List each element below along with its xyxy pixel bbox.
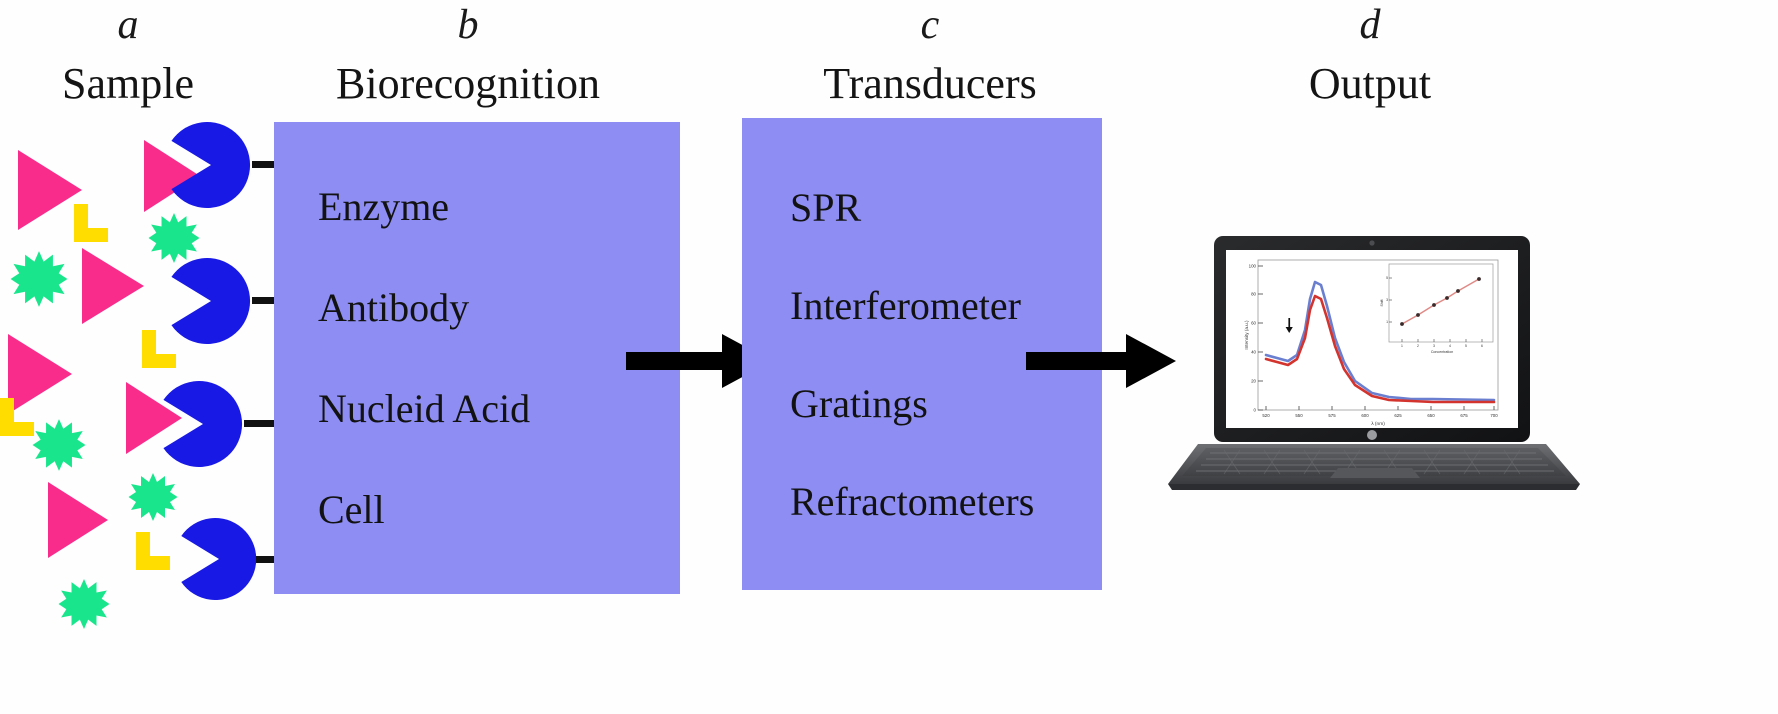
interferent-starburst bbox=[148, 212, 200, 264]
svg-text:4: 4 bbox=[1449, 344, 1451, 348]
svg-text:5: 5 bbox=[1386, 276, 1388, 280]
transducer-item-interferometer[interactable]: Interferometer bbox=[790, 282, 1021, 328]
panel-letter-d: d bbox=[1359, 2, 1381, 48]
receptor-connector bbox=[244, 420, 284, 427]
panel-title-sample: Sample bbox=[62, 59, 194, 108]
biorecognition-item-antibody[interactable]: Antibody bbox=[318, 285, 470, 330]
svg-text:3: 3 bbox=[1386, 298, 1388, 302]
biorecognition-item-cell[interactable]: Cell bbox=[318, 487, 385, 532]
receptor-connector bbox=[252, 161, 284, 168]
interferent-l-block bbox=[138, 328, 180, 370]
receptor-pacman-empty bbox=[178, 518, 260, 600]
panel-title-biorecognition: Biorecognition bbox=[336, 59, 600, 108]
biorecognition-box[interactable]: Enzyme Antibody Nucleid Acid Cell bbox=[274, 122, 680, 594]
receptor-connector bbox=[252, 297, 284, 304]
receptor-pacman-bound bbox=[160, 381, 246, 467]
panel-letter-c: c bbox=[920, 2, 940, 48]
svg-text:5: 5 bbox=[1465, 344, 1467, 348]
svg-text:40: 40 bbox=[1251, 350, 1256, 355]
svg-text:625: 625 bbox=[1394, 413, 1402, 418]
transducer-item-refractometers[interactable]: Refractometers bbox=[790, 478, 1035, 524]
svg-text:0: 0 bbox=[1254, 408, 1257, 413]
svg-text:100: 100 bbox=[1249, 264, 1257, 269]
biorecognition-item-enzyme[interactable]: Enzyme bbox=[318, 184, 450, 229]
svg-text:675: 675 bbox=[1460, 413, 1468, 418]
svg-text:550: 550 bbox=[1295, 413, 1303, 418]
transducer-item-spr[interactable]: SPR bbox=[790, 184, 862, 230]
arrow-biorecognition-to-transducers bbox=[626, 330, 774, 392]
panel-letter-a: a bbox=[117, 2, 139, 48]
svg-text:Concentration: Concentration bbox=[1431, 350, 1453, 354]
interferent-starburst bbox=[128, 472, 178, 522]
analyte-triangle bbox=[18, 150, 82, 230]
svg-text:1: 1 bbox=[1386, 320, 1388, 324]
receptor-pacman-bound bbox=[168, 122, 254, 208]
transducers-item-list: SPR Interferometer Gratings Refractomete… bbox=[742, 118, 1102, 590]
analyte-triangle bbox=[8, 334, 72, 414]
panel-letter-b: b bbox=[457, 2, 479, 48]
svg-text:λ (nm): λ (nm) bbox=[1371, 421, 1385, 427]
receptor-pacman-empty bbox=[168, 258, 254, 344]
svg-text:6: 6 bbox=[1481, 344, 1483, 348]
interferent-starburst bbox=[58, 578, 110, 630]
svg-text:2: 2 bbox=[1417, 344, 1419, 348]
biorecognition-item-nucleid-acid[interactable]: Nucleid Acid bbox=[318, 386, 531, 431]
interferent-starburst bbox=[32, 418, 86, 472]
receptor-connector bbox=[256, 556, 284, 563]
interferent-l-block bbox=[70, 202, 112, 244]
interferent-l-block bbox=[132, 530, 174, 572]
analyte-triangle bbox=[82, 248, 144, 324]
svg-text:1: 1 bbox=[1401, 344, 1403, 348]
output-laptop[interactable]: 100 80 60 40 20 0 Intensity (a.u.) bbox=[1162, 222, 1582, 490]
transducer-item-gratings[interactable]: Gratings bbox=[790, 380, 928, 426]
svg-text:20: 20 bbox=[1251, 379, 1256, 384]
arrow-transducers-to-output bbox=[1026, 330, 1178, 392]
svg-text:650: 650 bbox=[1427, 413, 1435, 418]
svg-text:600: 600 bbox=[1361, 413, 1369, 418]
svg-text:60: 60 bbox=[1251, 321, 1256, 326]
svg-text:80: 80 bbox=[1251, 292, 1256, 297]
interferent-starburst bbox=[10, 250, 68, 308]
panel-title-output: Output bbox=[1308, 59, 1432, 108]
svg-text:700: 700 bbox=[1490, 413, 1498, 418]
biorecognition-item-list: Enzyme Antibody Nucleid Acid Cell bbox=[274, 122, 680, 594]
svg-text:Shift: Shift bbox=[1380, 299, 1384, 306]
panel-title-transducers: Transducers bbox=[823, 59, 1037, 108]
interferent-l-block bbox=[0, 396, 38, 438]
svg-text:520: 520 bbox=[1262, 413, 1270, 418]
svg-text:Intensity (a.u.): Intensity (a.u.) bbox=[1244, 320, 1249, 350]
svg-text:575: 575 bbox=[1328, 413, 1336, 418]
svg-text:3: 3 bbox=[1433, 344, 1435, 348]
analyte-triangle bbox=[48, 482, 108, 558]
